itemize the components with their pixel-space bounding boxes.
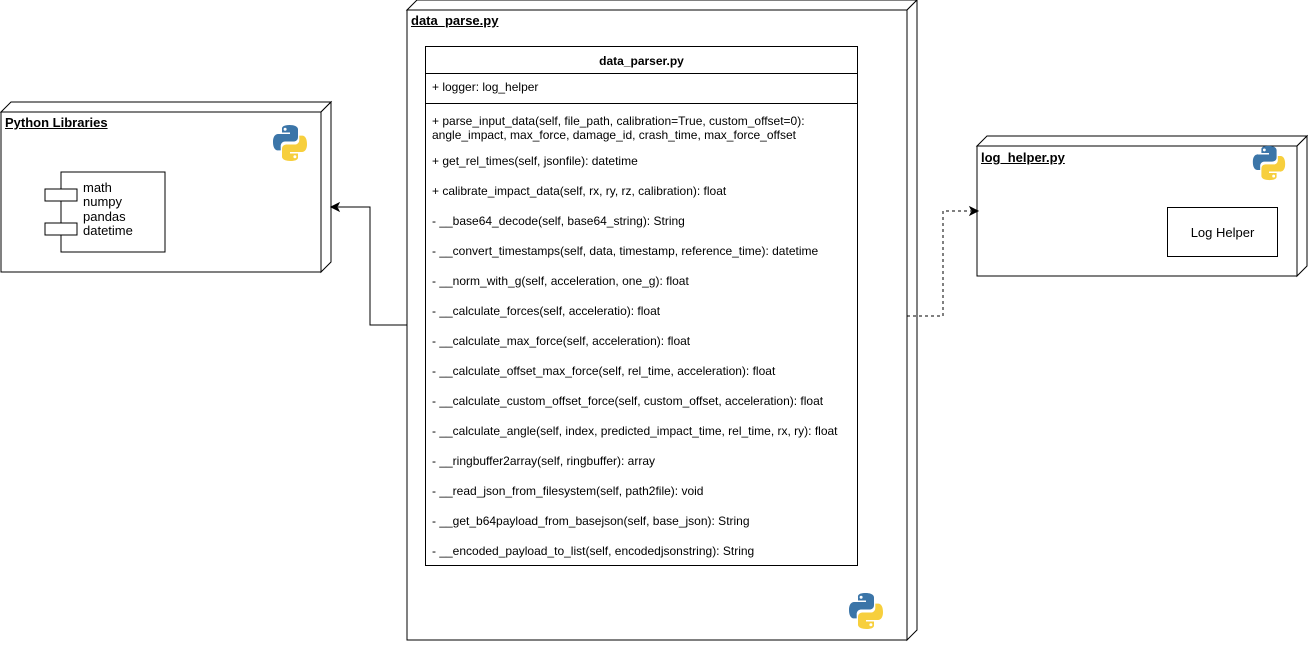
class-method: - __encoded_payload_to_list(self, encode… — [432, 544, 755, 558]
libraries-dependency-arrow — [329, 201, 407, 326]
class-method: angle_impact, max_force, damage_id, cras… — [432, 128, 796, 142]
library-item: datetime — [83, 223, 133, 238]
class-method: - __calculate_offset_max_force(self, rel… — [432, 364, 776, 378]
class-method: - __base64_decode(self, base64_string): … — [432, 214, 685, 228]
log-helper-dependency-arrow — [907, 205, 980, 317]
data-parser-class: data_parser.py + logger: log_helper + pa… — [425, 46, 858, 566]
libraries-component-shape — [44, 171, 166, 253]
library-item: pandas — [83, 209, 126, 224]
library-item: math — [83, 180, 112, 195]
class-method: - __norm_with_g(self, acceleration, one_… — [432, 274, 689, 288]
class-method: - __get_b64payload_from_basejson(self, b… — [432, 514, 750, 528]
class-method: + parse_input_data(self, file_path, cali… — [432, 114, 805, 128]
class-method: - __convert_timestamps(self, data, times… — [432, 244, 819, 258]
log-helper-component: Log Helper — [1167, 207, 1278, 257]
class-divider — [426, 73, 857, 74]
python-libraries-title: Python Libraries — [5, 115, 108, 130]
data-parse-title: data_parse.py — [411, 13, 499, 28]
class-method: + get_rel_times(self, jsonfile): datetim… — [432, 154, 638, 168]
class-method: - __read_json_from_filesystem(self, path… — [432, 484, 704, 498]
library-item: numpy — [83, 194, 123, 209]
class-attribute: + logger: log_helper — [432, 80, 539, 94]
class-method: - __calculate_forces(self, acceleratio):… — [432, 304, 661, 318]
class-method: - __calculate_angle(self, index, predict… — [432, 424, 838, 438]
class-name: data_parser.py — [599, 54, 684, 68]
class-method: + calibrate_impact_data(self, rx, ry, rz… — [432, 184, 727, 198]
class-method: - __ringbuffer2array(self, ringbuffer): … — [432, 454, 655, 468]
class-divider — [426, 103, 857, 104]
log-helper-title: log_helper.py — [981, 150, 1065, 165]
class-method: - __calculate_custom_offset_force(self, … — [432, 394, 824, 408]
class-method: - __calculate_max_force(self, accelerati… — [432, 334, 691, 348]
